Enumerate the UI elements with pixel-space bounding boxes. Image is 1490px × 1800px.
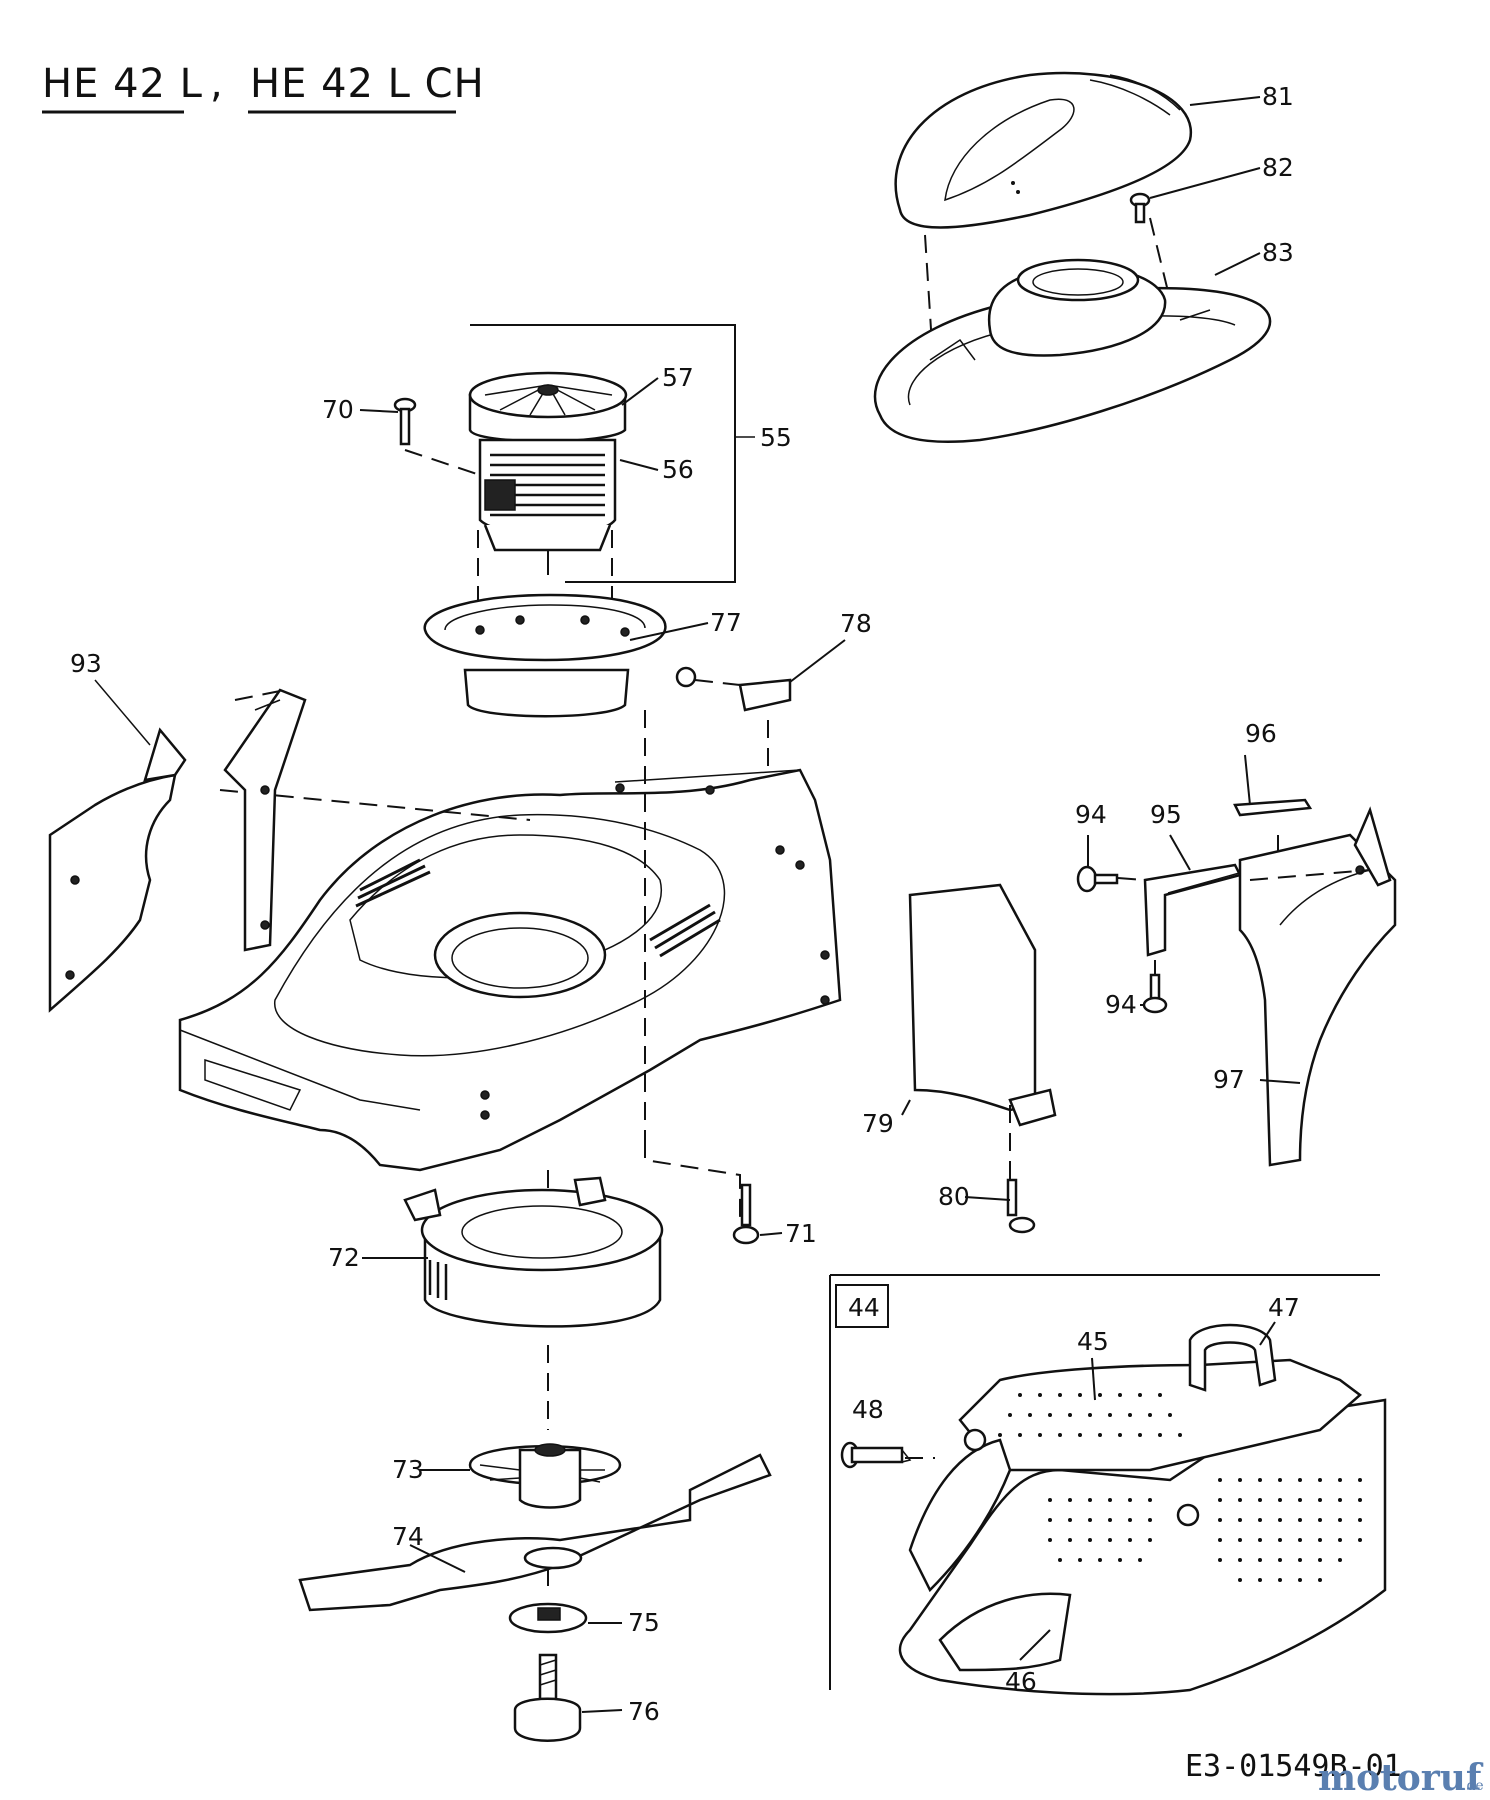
label-44: 44 bbox=[848, 1293, 880, 1322]
brand-suffix: .de bbox=[1462, 1778, 1484, 1794]
part-75-washer bbox=[508, 1602, 588, 1634]
label-94-bottom: 94 bbox=[1105, 990, 1137, 1019]
label-77: 77 bbox=[710, 608, 742, 637]
label-70: 70 bbox=[322, 395, 354, 424]
label-72: 72 bbox=[328, 1243, 360, 1272]
label-95: 95 bbox=[1150, 800, 1182, 829]
label-79: 79 bbox=[862, 1109, 894, 1138]
drawing-code: E3-01549B-01 bbox=[1185, 1749, 1402, 1784]
label-83: 83 bbox=[1262, 238, 1294, 267]
title-separator: , bbox=[210, 61, 224, 107]
part-79-deflector-plate bbox=[908, 883, 1057, 1127]
part-97-rear-guard bbox=[1238, 806, 1397, 1167]
part-93-side-guard bbox=[48, 688, 307, 1013]
part-94-screw-bottom bbox=[1142, 973, 1168, 1014]
label-78: 78 bbox=[840, 609, 872, 638]
title-model-b: HE 42 L CH bbox=[250, 61, 485, 107]
label-81: 81 bbox=[1262, 82, 1294, 111]
grass-catcher-group bbox=[829, 1274, 1387, 1696]
part-73-fan bbox=[468, 1443, 622, 1509]
part-74-blade bbox=[298, 1453, 772, 1612]
label-73: 73 bbox=[392, 1455, 424, 1484]
label-97: 97 bbox=[1213, 1065, 1245, 1094]
part-95-bracket bbox=[1143, 863, 1251, 957]
part-71-screw bbox=[732, 1183, 760, 1245]
part-83-upper-housing bbox=[873, 258, 1272, 443]
leader-lines bbox=[359, 96, 1301, 1713]
part-81-top-cover bbox=[894, 71, 1193, 229]
group-55-bracket bbox=[470, 324, 736, 583]
label-80: 80 bbox=[938, 1182, 970, 1211]
part-94-screw-top bbox=[1076, 865, 1119, 893]
part-78-clip bbox=[675, 666, 792, 712]
part-72-fan-housing bbox=[403, 1176, 664, 1328]
title: HE 42 L , HE 42 L CH bbox=[42, 61, 485, 114]
label-93: 93 bbox=[70, 649, 102, 678]
part-labels: 81 82 83 57 70 55 56 77 78 93 96 94 95 9… bbox=[70, 82, 1300, 1726]
label-82: 82 bbox=[1262, 153, 1294, 182]
part-48-pin bbox=[840, 1441, 912, 1469]
label-46: 46 bbox=[1005, 1667, 1037, 1696]
label-47: 47 bbox=[1268, 1293, 1300, 1322]
label-56: 56 bbox=[662, 455, 694, 484]
brand-name: motoruf bbox=[1318, 1757, 1484, 1799]
part-77-motor-mount bbox=[423, 593, 667, 718]
label-45: 45 bbox=[1077, 1327, 1109, 1356]
label-48: 48 bbox=[852, 1395, 884, 1424]
part-56-57-motor bbox=[468, 371, 628, 575]
label-71: 71 bbox=[785, 1219, 817, 1248]
part-96-pad bbox=[1233, 798, 1313, 817]
label-94-top: 94 bbox=[1075, 800, 1107, 829]
mower-deck bbox=[178, 768, 842, 1172]
label-75: 75 bbox=[628, 1608, 660, 1637]
part-76-bolt bbox=[513, 1653, 582, 1742]
group-44-box bbox=[835, 1284, 889, 1328]
label-74: 74 bbox=[392, 1522, 424, 1551]
label-96: 96 bbox=[1245, 719, 1277, 748]
part-80-screw bbox=[1006, 1178, 1036, 1234]
brand-watermark: motoruf .de bbox=[1318, 1757, 1484, 1799]
label-57: 57 bbox=[662, 363, 694, 392]
part-82-screw bbox=[1129, 192, 1151, 224]
title-model-a: HE 42 L bbox=[42, 61, 203, 107]
label-76: 76 bbox=[628, 1697, 660, 1726]
part-70-screw bbox=[393, 397, 417, 446]
label-55: 55 bbox=[760, 423, 792, 452]
